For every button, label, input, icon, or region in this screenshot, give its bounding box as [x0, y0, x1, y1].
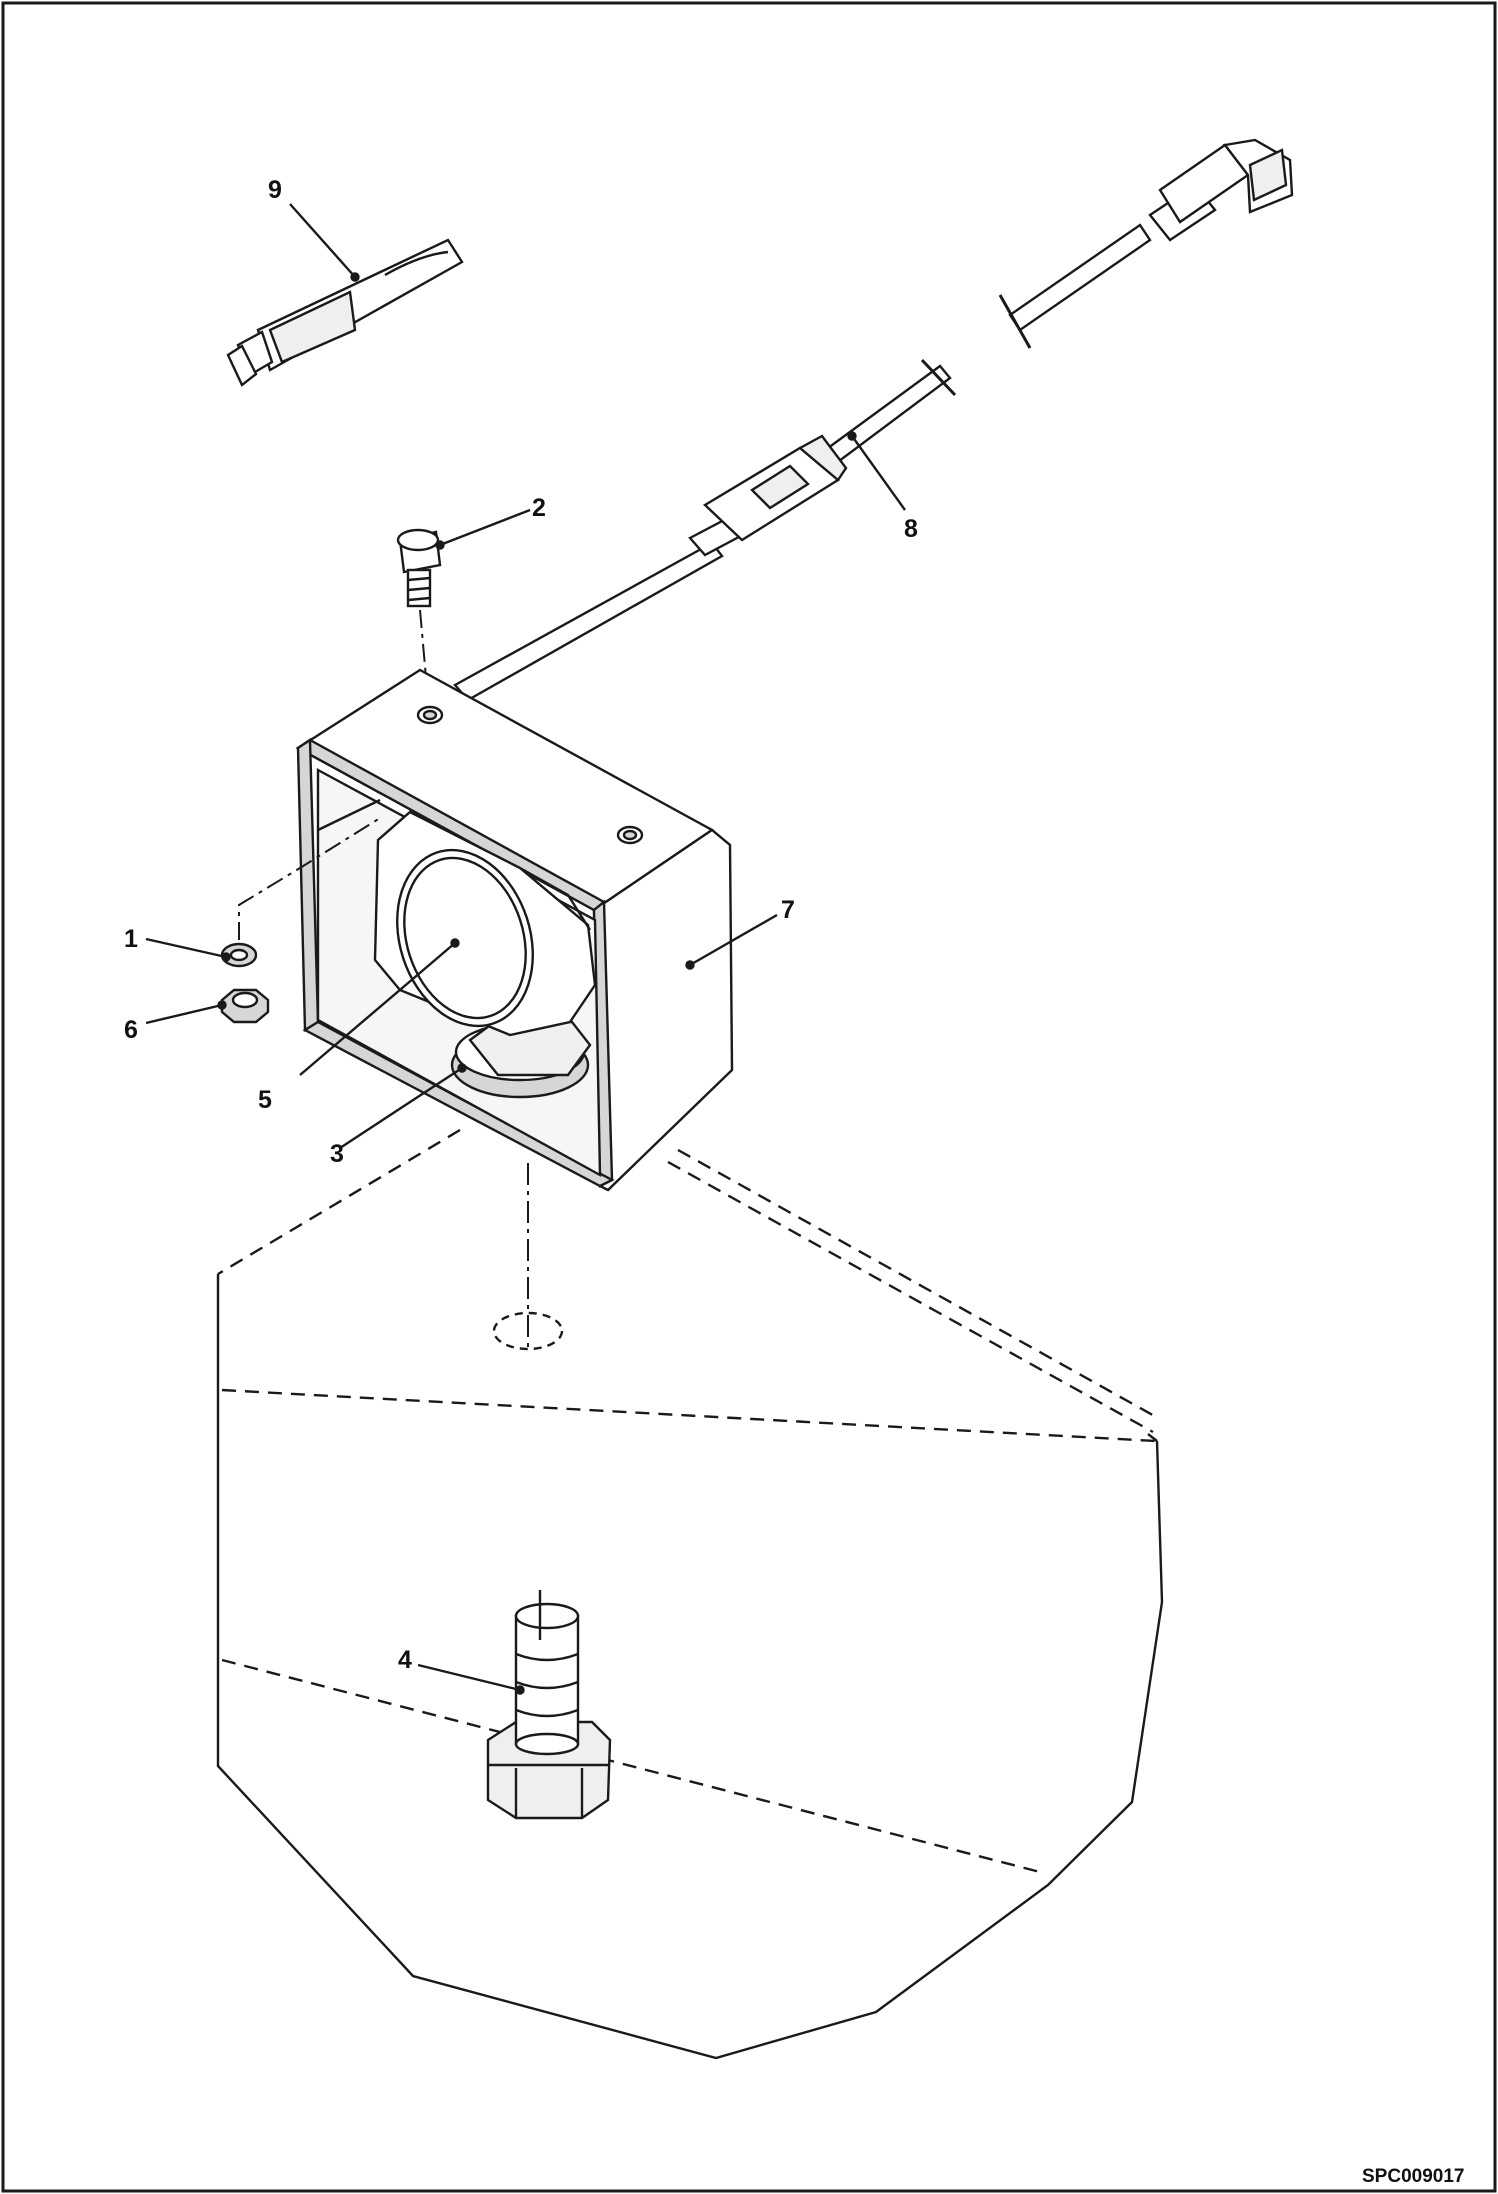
wiring-harness-drawing: [453, 138, 1294, 702]
callout-7: 7: [781, 896, 795, 924]
sealant-tube-drawing: [226, 238, 464, 387]
callout-9: 9: [268, 176, 282, 204]
callout-leaders: [145, 203, 906, 1695]
callout-1: 1: [124, 925, 138, 953]
callout-4: 4: [398, 1646, 412, 1674]
callout-6: 6: [124, 1016, 138, 1044]
threaded-adapter-drawing: [486, 1590, 612, 1820]
callout-5: 5: [258, 1086, 272, 1114]
drawing-reference-code: SPC009017: [1362, 2166, 1464, 2187]
tank-mounting-hole: [492, 1311, 564, 1351]
fuel-tank-outline: [216, 1128, 1164, 2060]
washer-drawing: [220, 942, 258, 968]
washer-centerline: [238, 817, 381, 940]
lock-nut-drawing: [220, 988, 270, 1024]
callout-3: 3: [330, 1140, 344, 1168]
bolt-drawing: [396, 528, 442, 608]
fuel-tank-dashed-contours: [221, 1388, 1156, 1874]
callout-2: 2: [532, 494, 546, 522]
fuel-level-sensor-drawing: [373, 810, 597, 1099]
callout-8: 8: [904, 515, 918, 543]
callout-labels: 1 2 3 4 5 6 7 8 9: [124, 176, 918, 1674]
